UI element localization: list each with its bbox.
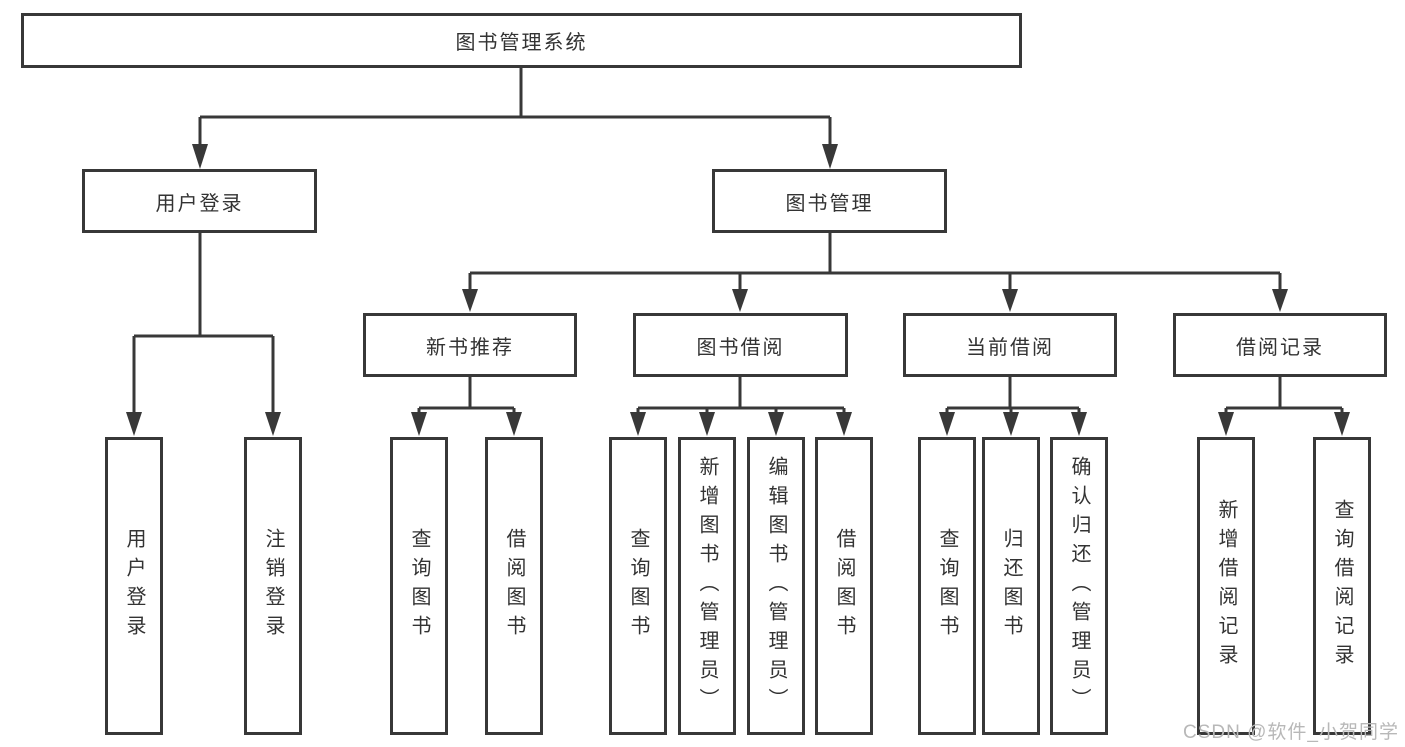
- leaf-user-login: 用户登录: [105, 437, 163, 735]
- node-user-login: 用户登录: [82, 169, 317, 233]
- node-label: 借阅图书: [503, 528, 525, 644]
- leaf-edit-books-admin: 编辑图书（管理员）: [747, 437, 805, 735]
- csdn-watermark: CSDN @软件_小贺同学: [1183, 722, 1399, 743]
- node-label: 用户登录: [155, 192, 244, 215]
- leaf-logout-login: 注销登录: [244, 437, 302, 735]
- leaf-borrow-books: 借阅图书: [815, 437, 873, 735]
- node-label: 查询借阅记录: [1331, 499, 1353, 673]
- node-label: 图书管理: [785, 192, 874, 215]
- leaf-return-books: 归还图书: [982, 437, 1040, 735]
- leaf-query-borrow-record: 查询借阅记录: [1313, 437, 1371, 735]
- node-label: 归还图书: [1000, 528, 1022, 644]
- node-label: 借阅图书: [833, 528, 855, 644]
- node-new-book-recommend: 新书推荐: [363, 313, 577, 377]
- node-borrow-records: 借阅记录: [1173, 313, 1387, 377]
- node-label: 借阅记录: [1236, 336, 1324, 359]
- arrowhead-icons: [126, 144, 1350, 436]
- node-label: 查询图书: [627, 528, 649, 644]
- node-label: 查询图书: [408, 528, 430, 644]
- leaf-query-books-recommend: 查询图书: [390, 437, 448, 735]
- leaf-add-borrow-record: 新增借阅记录: [1197, 437, 1255, 735]
- node-label: 注销登录: [262, 528, 284, 644]
- node-label: 图书管理系统: [455, 32, 588, 54]
- node-book-management: 图书管理: [712, 169, 947, 233]
- leaf-confirm-return-admin: 确认归还（管理员）: [1050, 437, 1108, 735]
- node-library-management-system: 图书管理系统: [21, 13, 1022, 68]
- node-label: 当前借阅: [966, 336, 1054, 359]
- node-book-borrow: 图书借阅: [633, 313, 848, 377]
- leaf-borrow-books-recommend: 借阅图书: [485, 437, 543, 735]
- leaf-query-books-borrow: 查询图书: [609, 437, 667, 735]
- leaf-add-books-admin: 新增图书（管理员）: [678, 437, 736, 735]
- node-label: 确认归还（管理员）: [1068, 455, 1090, 717]
- leaf-query-books-current: 查询图书: [918, 437, 976, 735]
- node-label: 新增图书（管理员）: [696, 455, 718, 717]
- node-label: 查询图书: [936, 528, 958, 644]
- node-label: 图书借阅: [696, 336, 785, 359]
- node-label: 新增借阅记录: [1215, 499, 1237, 673]
- node-label: 新书推荐: [426, 336, 514, 359]
- node-label: 用户登录: [123, 528, 145, 644]
- node-current-borrow: 当前借阅: [903, 313, 1117, 377]
- node-label: 编辑图书（管理员）: [765, 455, 787, 717]
